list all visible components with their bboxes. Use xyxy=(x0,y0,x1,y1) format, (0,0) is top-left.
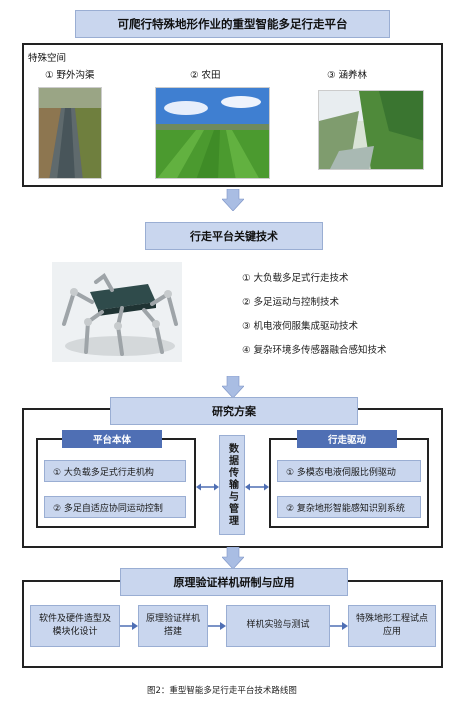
tech-item-2: ② 多足运动与控制技术 xyxy=(242,297,340,308)
tech-item-4: ④ 复杂环境多传感器融合感知技术 xyxy=(242,345,387,356)
step-arrow-2 xyxy=(208,622,226,630)
drive-item-2: ② 复杂地形智能感知识别系统 xyxy=(277,496,421,518)
key-tech-title: 行走平台关键技术 xyxy=(145,222,323,250)
step-2-box: 原理验证样机搭建 xyxy=(138,605,208,647)
step-arrow-3 xyxy=(330,622,348,630)
space-item-farmland-label: ② 农田 xyxy=(190,70,221,81)
space-item-ditch-label: ① 野外沟渠 xyxy=(45,70,95,81)
ditch-photo xyxy=(38,87,102,179)
step-1-box: 软件及硬件造型及模块化设计 xyxy=(30,605,120,647)
tech-item-1: ① 大负载多足式行走技术 xyxy=(242,273,349,284)
figure-caption: 图2：重型智能多足行走平台技术路线图 xyxy=(147,686,297,696)
robot-image xyxy=(52,262,182,362)
space-item-forest-label: ③ 涵养林 xyxy=(327,70,368,81)
left-double-arrow xyxy=(196,483,219,491)
step-arrow-1 xyxy=(120,622,138,630)
drive-item-1: ① 多模态电液伺服比例驱动 xyxy=(277,460,421,482)
step-3-box: 样机实验与测试 xyxy=(226,605,330,647)
forest-photo xyxy=(318,90,424,170)
platform-item-1: ① 大负载多足式行走机构 xyxy=(44,460,186,482)
tech-item-3: ③ 机电液伺服集成驱动技术 xyxy=(242,321,359,332)
down-arrow-1 xyxy=(222,189,244,211)
step-4-box: 特殊地形工程试点应用 xyxy=(348,605,436,647)
prototype-title: 原理验证样机研制与应用 xyxy=(120,568,348,596)
main-title: 可爬行特殊地形作业的重型智能多足行走平台 xyxy=(75,10,390,38)
platform-item-2: ② 多足自适应协同运动控制 xyxy=(44,496,186,518)
special-space-label: 特殊空间 xyxy=(28,53,67,64)
down-arrow-3 xyxy=(222,547,244,569)
data-management-box: 数据传输与管理 xyxy=(219,435,245,535)
platform-title: 平台本体 xyxy=(62,430,162,448)
drive-title: 行走驱动 xyxy=(297,430,397,448)
farmland-photo xyxy=(155,87,270,179)
right-double-arrow xyxy=(245,483,269,491)
down-arrow-2 xyxy=(222,376,244,398)
research-title: 研究方案 xyxy=(110,397,358,425)
